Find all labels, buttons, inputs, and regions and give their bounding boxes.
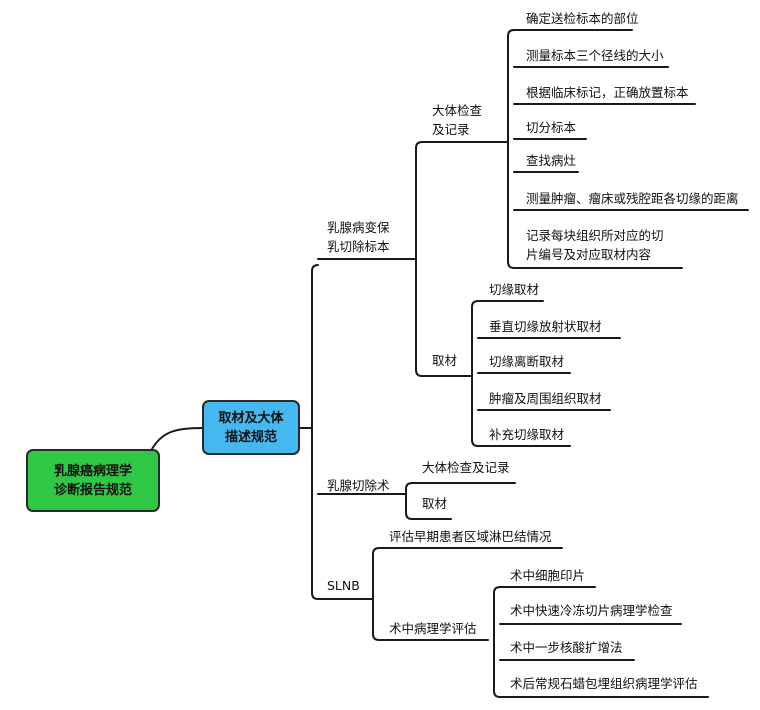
mastectomy-node[interactable]: 乳腺切除术	[327, 478, 390, 493]
intraop-item[interactable]: 术中快速冷冻切片病理学检查	[510, 603, 673, 618]
sampling-node[interactable]: 取材	[432, 353, 458, 368]
conserve-line-2: 乳切除标本	[327, 239, 390, 254]
root-node[interactable]: 乳腺癌病理学 诊断报告规范	[26, 449, 160, 512]
root-line-1: 乳腺癌病理学	[53, 463, 132, 479]
intraop-item[interactable]: 术后常规石蜡包埋组织病理学评估	[510, 676, 698, 691]
gross-line-2: 及记录	[432, 122, 470, 137]
gross-item-line-1: 记录每块组织所对应的切	[526, 228, 664, 243]
gross-item[interactable]: 确定送检标本的部位	[526, 11, 639, 26]
intraop-item[interactable]: 术中细胞印片	[510, 568, 586, 583]
gross-item-line-2: 片编号及对应取材内容	[526, 247, 652, 262]
sampling-item[interactable]: 切缘取材	[489, 282, 540, 297]
slnb-assess-item[interactable]: 评估早期患者区域淋巴结情况	[389, 529, 552, 544]
intraop-item[interactable]: 术中一步核酸扩增法	[510, 640, 623, 655]
intraop-node[interactable]: 术中病理学评估	[389, 621, 477, 636]
gross-item[interactable]: 测量肿瘤、瘤床或残腔距各切缘的距离	[526, 191, 739, 206]
level1-line-2: 描述规范	[224, 429, 277, 445]
mastectomy-item[interactable]: 大体检查及记录	[422, 460, 510, 475]
root-line-2: 诊断报告规范	[53, 482, 132, 498]
conserve-node[interactable]: 乳腺病变保 乳切除标本	[327, 218, 390, 256]
gross-item[interactable]: 切分标本	[526, 120, 577, 135]
gross-line-1: 大体检查	[432, 103, 483, 118]
sampling-item[interactable]: 切缘离断取材	[489, 354, 565, 369]
sampling-item[interactable]: 垂直切缘放射状取材	[489, 319, 602, 334]
gross-item[interactable]: 根据临床标记，正确放置标本	[526, 85, 689, 100]
gross-node[interactable]: 大体检查 及记录	[432, 101, 482, 139]
sampling-item[interactable]: 补充切缘取材	[489, 427, 565, 442]
level1-node[interactable]: 取材及大体 描述规范	[202, 400, 300, 455]
level1-line-1: 取材及大体	[218, 410, 284, 426]
conserve-line-1: 乳腺病变保	[327, 220, 390, 235]
gross-item-multiline[interactable]: 记录每块组织所对应的切 片编号及对应取材内容	[526, 226, 664, 264]
mastectomy-item[interactable]: 取材	[422, 496, 448, 511]
sampling-item[interactable]: 肿瘤及周围组织取材	[489, 391, 602, 406]
slnb-node[interactable]: SLNB	[327, 578, 360, 593]
gross-item[interactable]: 查找病灶	[526, 153, 577, 168]
gross-item[interactable]: 测量标本三个径线的大小	[526, 48, 664, 63]
